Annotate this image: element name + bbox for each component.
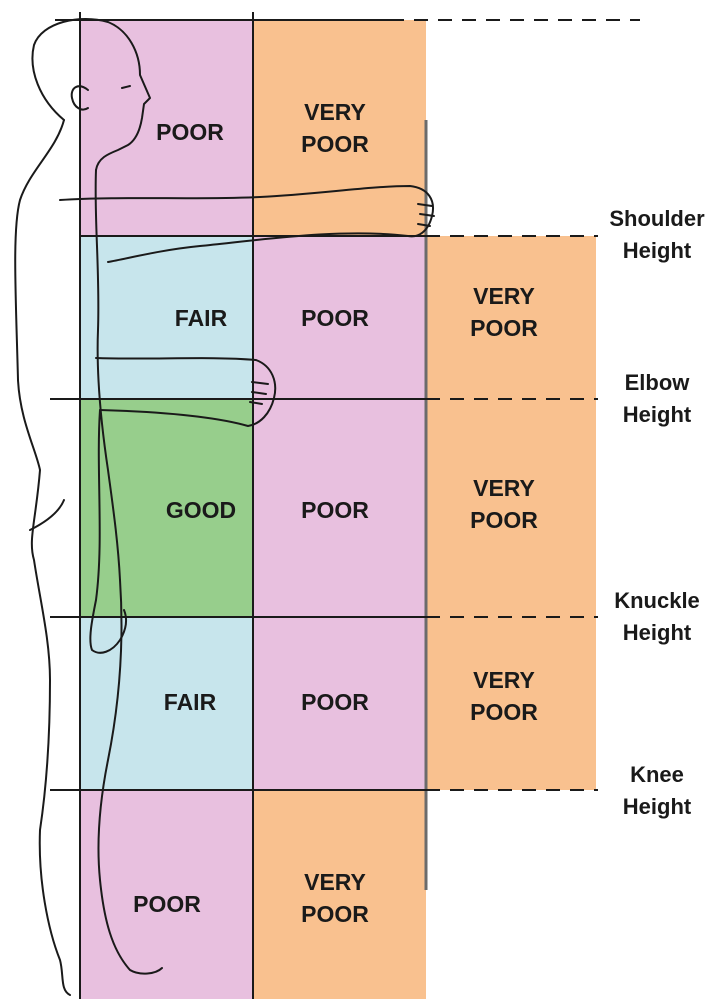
knuckle-height-label: Knuckle [614, 588, 700, 613]
zone-label-above-shoulder-col2: VERY [304, 99, 366, 125]
elbow-height-label: Elbow [625, 370, 691, 395]
knee-height-label-line2: Height [623, 794, 692, 819]
knee-height-label: Knee [630, 762, 684, 787]
zone-label-shoulder-elbow-col3: VERY [473, 283, 535, 309]
shoulder-height-label-line2: Height [623, 238, 692, 263]
elbow-height-label-line2: Height [623, 402, 692, 427]
knuckle-height-label-line2: Height [623, 620, 692, 645]
zone-label-shoulder-elbow-col2: POOR [301, 305, 369, 331]
zone-label-knuckle-knee-col3-line2: POOR [470, 699, 538, 725]
zone-label-knuckle-knee-col1: FAIR [164, 689, 217, 715]
zone-label-knuckle-knee-col2: POOR [301, 689, 369, 715]
zone-label-knuckle-knee-col3: VERY [473, 667, 535, 693]
zone-label-below-knee-col1: POOR [133, 891, 201, 917]
zone-label-below-knee-col2-line2: POOR [301, 901, 369, 927]
zone-label-below-knee-col2: VERY [304, 869, 366, 895]
zone-label-shoulder-elbow-col3-line2: POOR [470, 315, 538, 341]
shoulder-height-label: Shoulder [609, 206, 705, 231]
zone-label-elbow-knuckle-col3-line2: POOR [470, 507, 538, 533]
zone-label-elbow-knuckle-col3: VERY [473, 475, 535, 501]
zone-label-above-shoulder-col2-line2: POOR [301, 131, 369, 157]
zone-fill-above-shoulder-col2 [253, 20, 426, 236]
zone-label-above-shoulder-col1: POOR [156, 119, 224, 145]
zone-label-elbow-knuckle-col2: POOR [301, 497, 369, 523]
height-marker-labels: Shoulder Height Elbow Height Knuckle Hei… [609, 206, 705, 819]
zone-label-shoulder-elbow-col1: FAIR [175, 305, 228, 331]
figure-back-and-hip [18, 380, 70, 995]
zone-label-elbow-knuckle-col1: GOOD [166, 497, 236, 523]
figure-neck-back [15, 120, 64, 380]
